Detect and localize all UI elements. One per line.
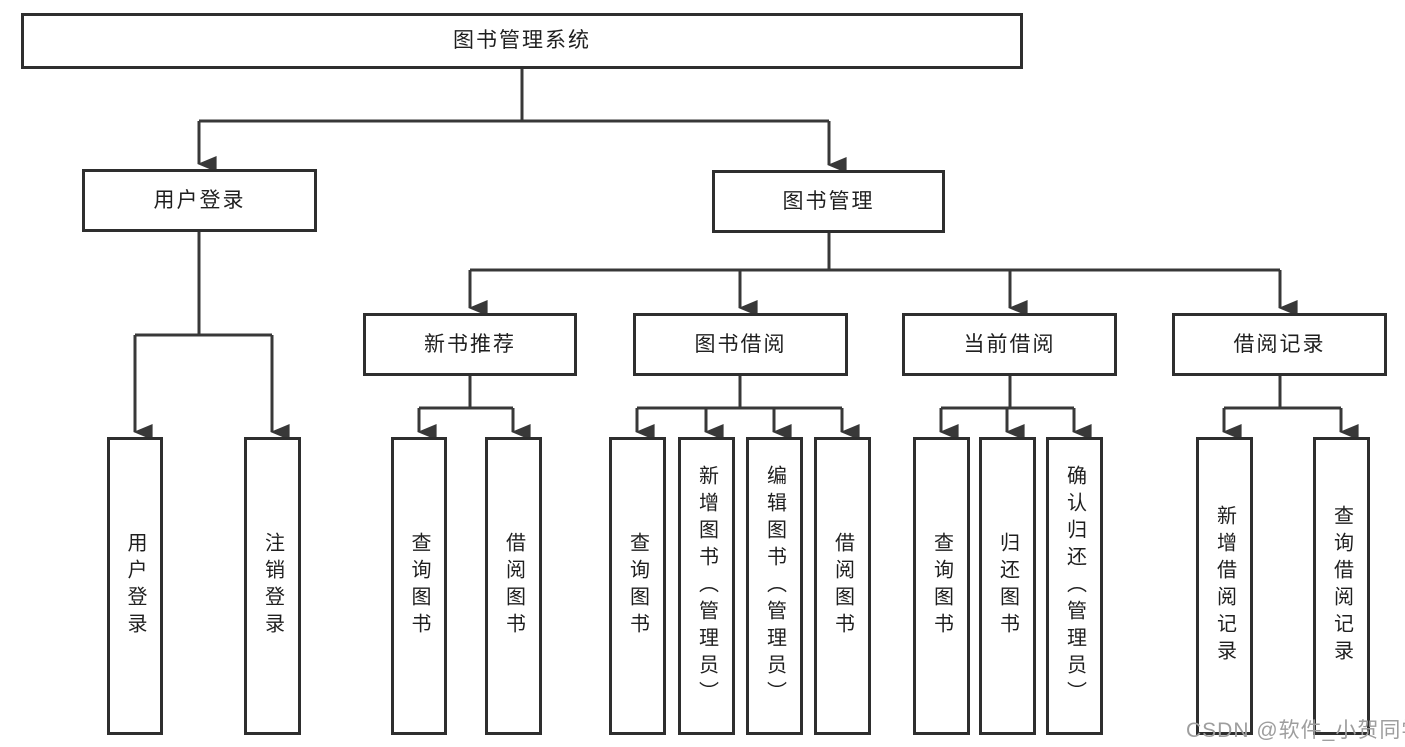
leaf-confirm-return-admin: 确认归还（管理员）: [1046, 437, 1103, 735]
node-book-management-label: 图书管理: [782, 189, 875, 213]
node-borrow-records: 借阅记录: [1172, 313, 1387, 376]
leaf-logout-label: 注销登录: [261, 532, 284, 640]
leaf-edit-books-admin-label: 编辑图书（管理员）: [763, 464, 786, 708]
node-current-borrow-label: 当前借阅: [963, 332, 1056, 356]
leaf-borrow-books-recommend: 借阅图书: [485, 437, 542, 735]
leaf-query-books-recommend: 查询图书: [391, 437, 447, 735]
node-user-login-label: 用户登录: [153, 188, 246, 212]
node-root-label: 图书管理系统: [453, 29, 591, 53]
node-book-borrow-label: 图书借阅: [694, 332, 787, 356]
leaf-borrow-books-label: 借阅图书: [831, 532, 854, 640]
node-current-borrow: 当前借阅: [902, 313, 1117, 376]
leaf-query-books-borrow: 查询图书: [609, 437, 666, 735]
leaf-borrow-books-recommend-label: 借阅图书: [502, 532, 525, 640]
leaf-add-books-admin-label: 新增图书（管理员）: [695, 464, 718, 708]
leaf-query-books-current: 查询图书: [913, 437, 970, 735]
leaf-confirm-return-admin-label: 确认归还（管理员）: [1063, 464, 1086, 708]
arrow-lines: [133, 121, 1359, 440]
node-root: 图书管理系统: [21, 13, 1023, 69]
node-new-book-recommend-label: 新书推荐: [424, 332, 516, 356]
leaf-query-books-recommend-label: 查询图书: [408, 532, 430, 640]
leaf-user-login: 用户登录: [107, 437, 163, 735]
leaf-return-books: 归还图书: [979, 437, 1036, 735]
node-borrow-records-label: 借阅记录: [1233, 332, 1326, 356]
node-book-borrow: 图书借阅: [633, 313, 848, 376]
leaf-add-borrow-record: 新增借阅记录: [1196, 437, 1253, 735]
leaf-query-books-borrow-label: 查询图书: [626, 532, 649, 640]
node-user-login: 用户登录: [82, 169, 317, 232]
leaf-borrow-books: 借阅图书: [814, 437, 871, 735]
leaf-logout: 注销登录: [244, 437, 301, 735]
leaf-add-borrow-record-label: 新增借阅记录: [1213, 505, 1236, 667]
leaf-query-books-current-label: 查询图书: [930, 532, 953, 640]
leaf-user-login-label: 用户登录: [124, 532, 146, 640]
tree-skeleton-lines: [135, 69, 1341, 410]
node-book-management: 图书管理: [712, 170, 945, 233]
leaf-query-borrow-record-label: 查询借阅记录: [1330, 505, 1353, 667]
leaf-query-borrow-record: 查询借阅记录: [1313, 437, 1370, 735]
leaf-return-books-label: 归还图书: [996, 532, 1019, 640]
csdn-watermark: CSDN @软件_小贺同学: [1186, 719, 1405, 742]
leaf-edit-books-admin: 编辑图书（管理员）: [746, 437, 803, 735]
leaf-add-books-admin: 新增图书（管理员）: [678, 437, 735, 735]
node-new-book-recommend: 新书推荐: [363, 313, 577, 376]
